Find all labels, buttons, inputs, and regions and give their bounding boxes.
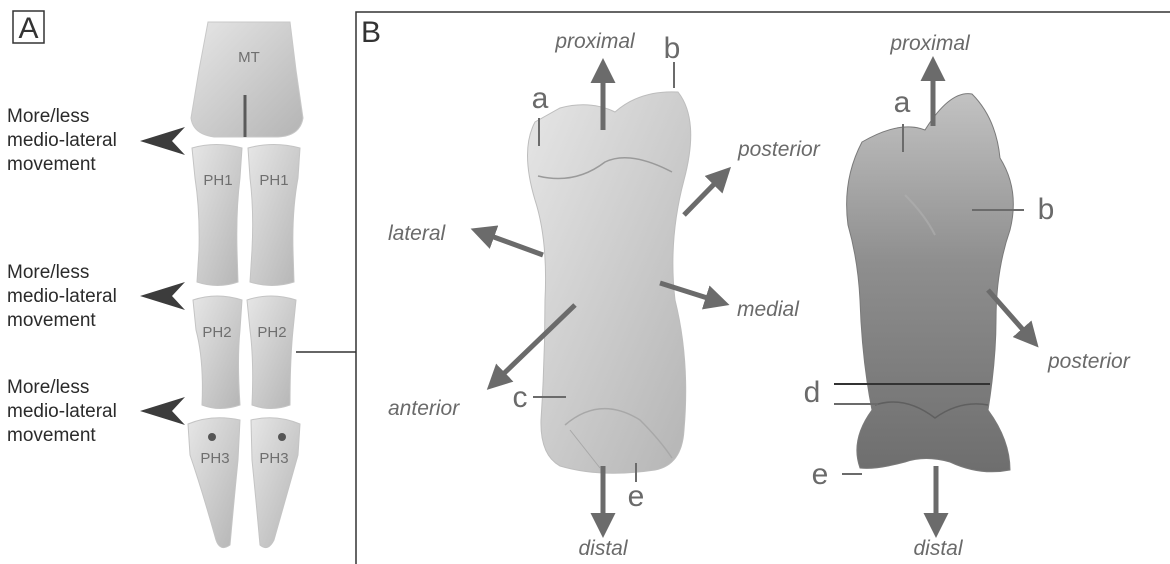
ph1-right-bone: PH1 [248, 145, 300, 286]
mt-label: MT [238, 49, 260, 66]
ph2-right-bone: PH2 [247, 296, 296, 409]
arrowhead-icon [140, 397, 185, 425]
ph3-left-label: PH3 [200, 450, 229, 467]
arrowhead-icon [140, 282, 185, 310]
label-lateral-left: lateral [388, 222, 447, 245]
movement-note-2-line1: More/less [7, 262, 89, 283]
point-e-left: e [628, 480, 645, 513]
ph2-left-bone: PH2 [193, 296, 242, 409]
movement-note-2-line2: medio-lateral [7, 286, 117, 307]
label-proximal-right: proximal [889, 32, 971, 55]
label-proximal-left: proximal [554, 30, 636, 53]
movement-note-3-line3: movement [7, 425, 96, 446]
ph1-left-label: PH1 [203, 172, 232, 189]
point-c-left: c [513, 381, 528, 414]
point-b-right: b [1038, 193, 1055, 226]
label-posterior-right: posterior [1047, 350, 1131, 373]
point-e-right: e [812, 458, 829, 491]
ph1-right-label: PH1 [259, 172, 288, 189]
movement-note-3: More/less medio-lateral movement [7, 377, 185, 446]
point-a-left: a [532, 82, 549, 115]
arrow-posterior-left [684, 174, 724, 215]
ph3-right-label: PH3 [259, 450, 288, 467]
panel-b-letter: B [361, 16, 381, 49]
mt-bone: MT [191, 22, 303, 137]
panel-a-letter: A [18, 12, 38, 45]
panel-b: B proximal [356, 12, 1170, 564]
movement-note-2-line3: movement [7, 310, 96, 331]
point-d-right: d [804, 376, 821, 409]
ph3-right-bone: PH3 [251, 418, 300, 548]
movement-note-3-line2: medio-lateral [7, 401, 117, 422]
movement-note-2: More/less medio-lateral movement [7, 262, 185, 331]
ph1-left-bone: PH1 [192, 145, 242, 286]
ph2-left-label: PH2 [202, 324, 231, 341]
movement-note-1: More/less medio-lateral movement [7, 106, 185, 175]
label-distal-right: distal [913, 537, 963, 560]
panel-a: A MT PH1 PH1 PH2 PH2 PH3 [7, 11, 356, 548]
movement-note-1-line1: More/less [7, 106, 89, 127]
label-medial-left: medial [737, 298, 800, 321]
label-distal-left: distal [578, 537, 628, 560]
label-posterior-left: posterior [737, 138, 821, 161]
movement-note-1-line2: medio-lateral [7, 130, 117, 151]
panel-b-frame [356, 12, 1170, 564]
arrowhead-icon [140, 127, 185, 155]
movement-note-3-line1: More/less [7, 377, 89, 398]
point-a-right: a [894, 86, 911, 119]
ph2-right-label: PH2 [257, 324, 286, 341]
arrow-lateral-left [480, 232, 543, 255]
point-b-left: b [664, 32, 681, 65]
right-phalanx-image [847, 94, 1014, 472]
ph3-left-bone: PH3 [188, 418, 240, 548]
label-anterior-left: anterior [388, 397, 460, 420]
movement-note-1-line3: movement [7, 154, 96, 175]
